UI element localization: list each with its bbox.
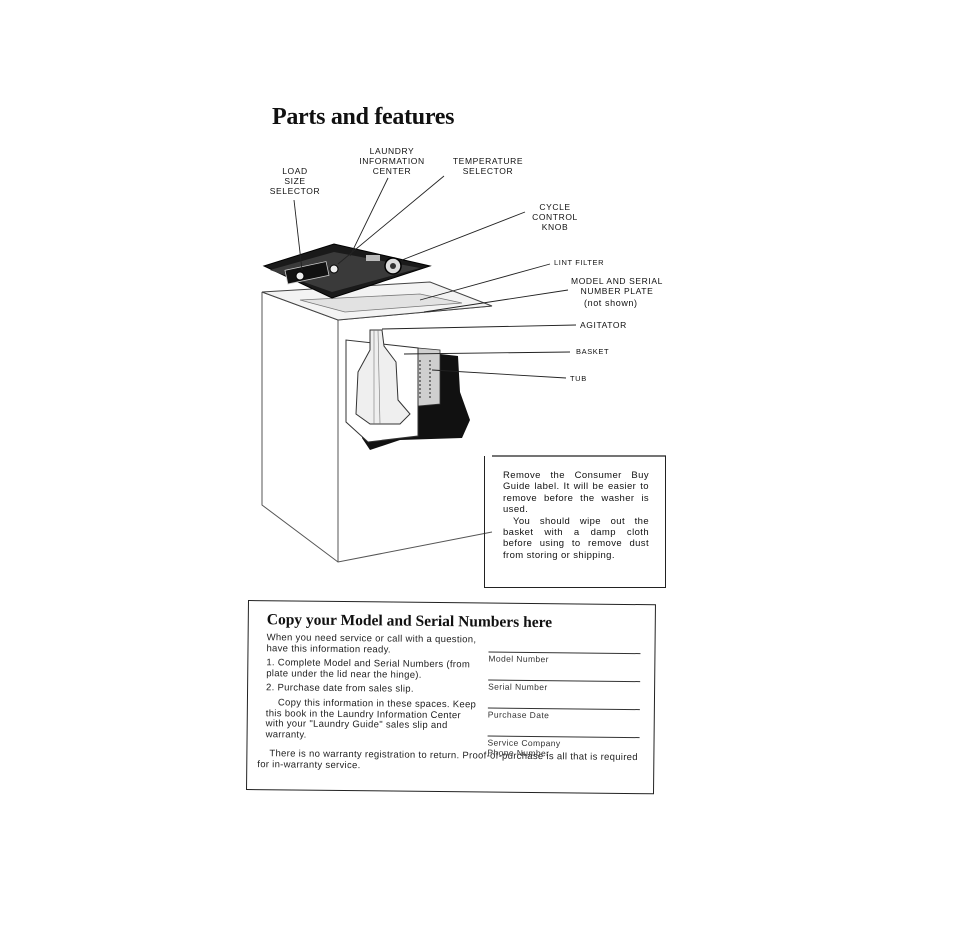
service-company-field[interactable]: Service Company Phone Number <box>487 735 640 760</box>
note-text: Remove the Consumer Buy Guide label. It … <box>503 470 649 561</box>
callout-agitator: AGITATOR <box>580 320 627 330</box>
copy-note: Copy this information in these spaces. K… <box>265 697 477 741</box>
laundry-info-panel <box>284 261 330 285</box>
callout-not-shown: (not shown) <box>584 298 638 308</box>
callout-cycle-control-knob: CYCLE CONTROL KNOB <box>532 202 578 232</box>
callout-model-serial-plate: MODEL AND SERIAL NUMBER PLATE <box>571 276 663 296</box>
leader-lines <box>293 175 577 379</box>
callout-laundry-information-center: LAUNDRY INFORMATION CENTER <box>359 146 425 176</box>
washer-cutaway <box>345 329 470 450</box>
copy-item-1: 1. Complete Model and Serial Numbers (fr… <box>266 657 471 681</box>
washer-lid <box>261 281 493 321</box>
control-console <box>262 243 432 299</box>
copy-item-2: 2. Purchase date from sales slip. <box>266 682 414 696</box>
page-title: Parts and features <box>272 104 455 130</box>
callout-tub: TUB <box>570 374 587 383</box>
note-box <box>484 456 666 588</box>
temperature-knob <box>329 264 339 274</box>
copy-numbers-title: Copy your Model and Serial Numbers here <box>266 611 553 632</box>
phone-number-label: Phone Number <box>487 747 550 758</box>
callout-load-size-selector: LOAD SIZE SELECTOR <box>269 166 321 196</box>
callout-basket: BASKET <box>576 347 610 356</box>
copy-instructions: When you need service or call with a que… <box>265 632 480 747</box>
agitator-shape <box>355 329 411 425</box>
load-size-knob <box>295 271 305 281</box>
purchase-date-field[interactable]: Purchase Date <box>487 707 640 722</box>
note-paragraph-2: You should wipe out the basket with a da… <box>503 515 649 561</box>
copy-intro: When you need service or call with a que… <box>266 632 477 656</box>
copy-numbers-box: Copy your Model and Serial Numbers here … <box>246 600 656 795</box>
callout-lint-filter: LINT FILTER <box>554 258 605 267</box>
note-paragraph-1: Remove the Consumer Buy Guide label. It … <box>503 470 649 516</box>
serial-number-field[interactable]: Serial Number <box>488 679 641 694</box>
model-number-field[interactable]: Model Number <box>488 651 641 666</box>
callout-temperature-selector: TEMPERATURE SELECTOR <box>452 156 524 176</box>
